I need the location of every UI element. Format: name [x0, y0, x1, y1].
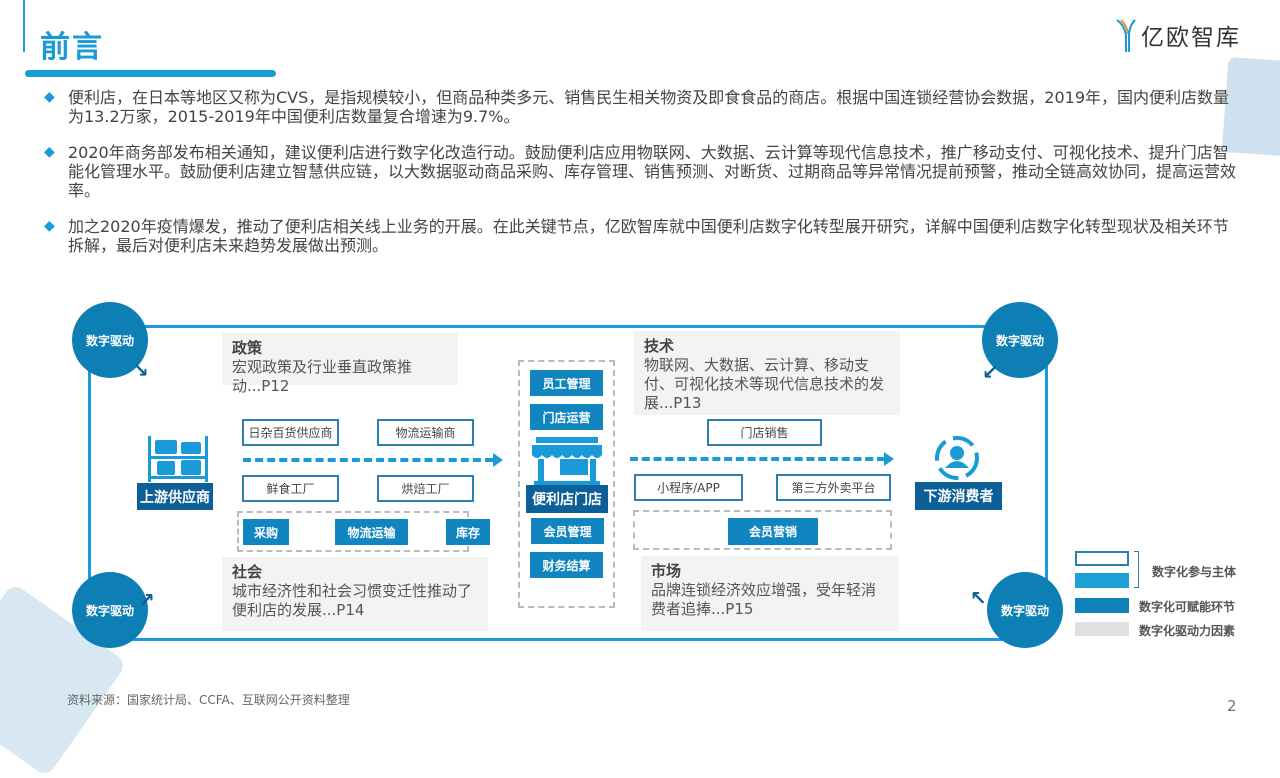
legend-label: 数字化参与主体 [1152, 565, 1237, 579]
bullet-text: 便利店，在日本等地区又称为CVS，是指规模较小，但商品种类多元、销售民生相关物资… [68, 88, 1229, 126]
shelf-icon [148, 436, 208, 482]
participant-box: 小程序/APP [634, 474, 743, 501]
source-note: 资料来源：国家统计局、CCFA、互联网公开资料整理 [67, 693, 350, 707]
participant-box: 门店销售 [707, 419, 822, 446]
factor-title: 市场 [651, 562, 682, 580]
logo-text: 亿欧智库 [1141, 25, 1241, 51]
bullet-list: ◆ 便利店，在日本等地区又称为CVS，是指规模较小，但商品种类多元、销售民生相关物… [44, 88, 1244, 272]
participant-box: 烘焙工厂 [377, 475, 474, 502]
legend-swatch-enabler [1075, 598, 1129, 613]
factor-text: 物联网、大数据、云计算、移动支付、可视化技术等现代信息技术的发展...P13 [644, 356, 885, 412]
convenience-store-label: 便利店门店 [526, 485, 608, 513]
page-title: 前言 [40, 30, 104, 65]
society-factor: 社会城市经济性和社会习惯变迁性推动了便利店的发展...P14 [222, 557, 488, 631]
factor-title: 社会 [232, 563, 263, 581]
digital-driver-circle: 数字驱动 [982, 302, 1058, 378]
logo: 亿欧智库 [1115, 18, 1241, 52]
flow-arrow [243, 458, 493, 462]
arrow-icon: ↘ [132, 358, 149, 382]
diamond-icon: ◆ [44, 89, 55, 105]
enabler-box: 会员管理 [531, 518, 604, 544]
enabler-box: 员工管理 [530, 370, 603, 396]
logo-icon [1116, 19, 1136, 52]
market-factor: 市场品牌连锁经济效应增强，受年轻消费者追捧...P15 [641, 556, 899, 631]
diamond-icon: ◆ [44, 218, 55, 234]
participant-box: 日杂百货供应商 [242, 419, 339, 446]
enabler-box: 采购 [243, 519, 289, 545]
flow-arrow [630, 457, 885, 461]
participant-box: 第三方外卖平台 [776, 474, 891, 501]
title-accent-line [23, 0, 25, 52]
legend-label: 数字化驱动力因素 [1139, 624, 1236, 638]
arrow-head-icon [493, 453, 503, 467]
factor-text: 品牌连锁经济效应增强，受年轻消费者追捧...P15 [651, 581, 877, 618]
enabler-box: 物流运输 [335, 519, 408, 545]
digital-driver-circle: 数字驱动 [72, 572, 148, 648]
factor-title: 政策 [232, 339, 263, 357]
factor-title: 技术 [644, 337, 675, 355]
factor-text: 宏观政策及行业垂直政策推动...P12 [232, 358, 413, 395]
diamond-icon: ◆ [44, 144, 55, 160]
title-underline [25, 70, 276, 77]
legend-swatch-participant-outline [1075, 551, 1129, 566]
policy-factor: 政策宏观政策及行业垂直政策推动...P12 [222, 333, 458, 395]
enabler-box: 门店运营 [530, 404, 603, 430]
store-group [518, 360, 615, 608]
bullet-item: ◆ 加之2020年疫情爆发，推动了便利店相关线上业务的开展。在此关键节点，亿欧智库… [44, 217, 1244, 255]
enabler-box: 库存 [446, 519, 490, 545]
bullet-item: ◆ 2020年商务部发布相关通知，建议便利店进行数字化改造行动。鼓励便利店应用物联… [44, 143, 1244, 200]
arrow-icon: ↖ [970, 586, 987, 610]
arrow-icon: ↗ [138, 588, 155, 612]
factor-text: 城市经济性和社会习惯变迁性推动了便利店的发展...P14 [232, 582, 473, 619]
legend-label: 数字化可赋能环节 [1139, 600, 1236, 614]
enabler-group [633, 510, 892, 550]
enabler-box: 会员营销 [728, 518, 818, 545]
store-icon [532, 437, 602, 485]
legend-brace [1134, 551, 1139, 588]
bullet-text: 2020年商务部发布相关通知，建议便利店进行数字化改造行动。鼓励便利店应用物联网… [68, 143, 1237, 200]
arrow-icon: ↙ [982, 360, 999, 384]
page-number: 2 [1227, 697, 1237, 715]
participant-box: 物流运输商 [377, 419, 474, 446]
upstream-supplier-label: 上游供应商 [137, 483, 213, 510]
consumer-icon [935, 436, 979, 480]
arrow-head-icon [884, 452, 894, 466]
participant-box: 鲜食工厂 [242, 475, 339, 502]
tech-factor: 技术物联网、大数据、云计算、移动支付、可视化技术等现代信息技术的发展...P13 [634, 331, 900, 415]
bullet-text: 加之2020年疫情爆发，推动了便利店相关线上业务的开展。在此关键节点，亿欧智库就… [68, 217, 1229, 255]
downstream-consumer-label: 下游消费者 [915, 482, 1002, 510]
diagram-frame [88, 325, 1048, 641]
legend-swatch-participant-fill [1075, 573, 1129, 588]
bullet-item: ◆ 便利店，在日本等地区又称为CVS，是指规模较小，但商品种类多元、销售民生相关物… [44, 88, 1244, 126]
digital-driver-circle: 数字驱动 [987, 572, 1063, 648]
digital-driver-circle: 数字驱动 [72, 302, 148, 378]
enabler-box: 财务结算 [530, 552, 603, 578]
legend-swatch-driver [1075, 622, 1129, 636]
